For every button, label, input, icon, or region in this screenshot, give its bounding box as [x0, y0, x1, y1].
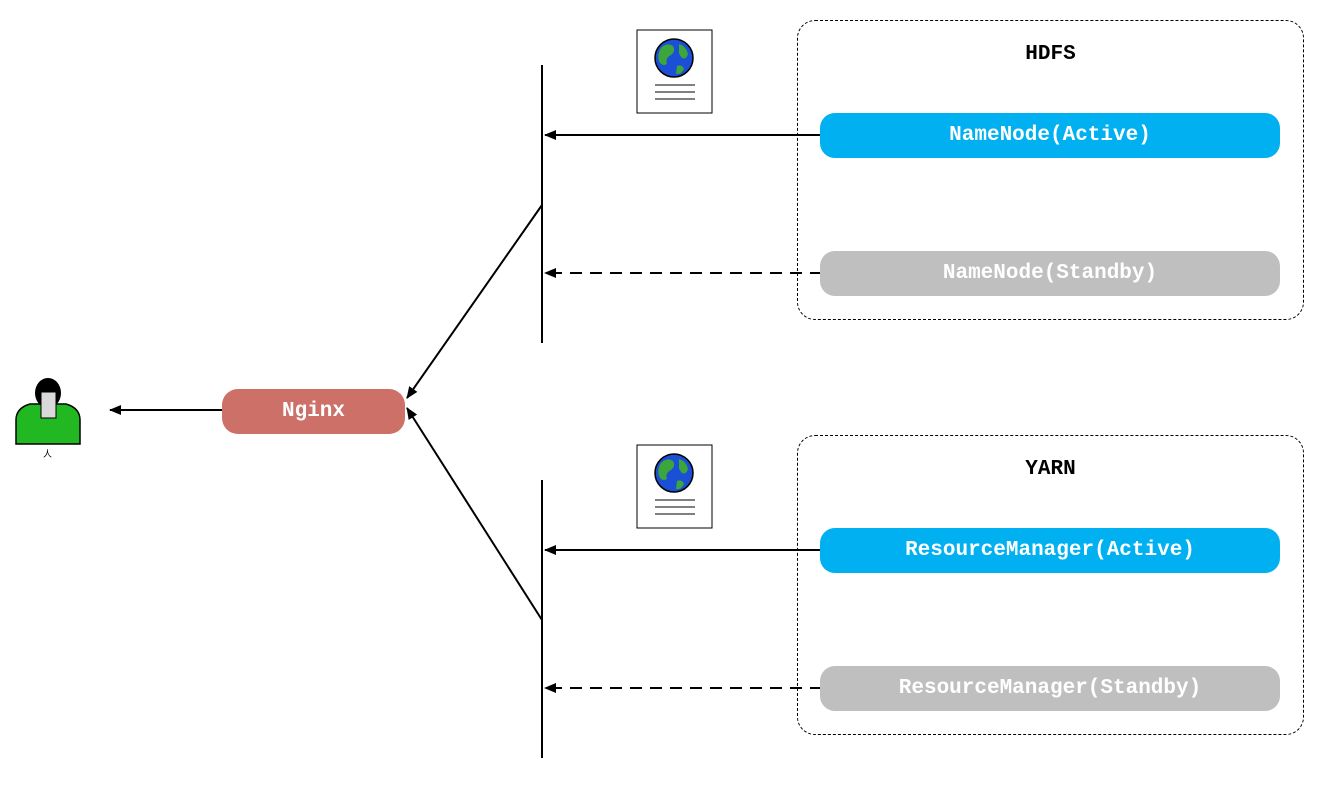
- yarn-group: YARN: [797, 435, 1304, 735]
- person-icon: [15, 378, 81, 445]
- hdfs-group-title: HDFS: [1025, 43, 1076, 66]
- user-label: 人: [43, 450, 53, 460]
- resourcemanager-active-node[interactable]: ResourceManager(Active): [820, 528, 1280, 573]
- hdfs-group: HDFS: [797, 20, 1304, 320]
- yarn-group-title: YARN: [1025, 458, 1076, 481]
- web-page-globe-icon: [636, 29, 713, 114]
- yarn-to-nginx-arrow: [406, 407, 543, 621]
- web-page-globe-icon: [636, 444, 713, 529]
- resourcemanager-standby-node[interactable]: ResourceManager(Standby): [820, 666, 1280, 711]
- nginx-node[interactable]: Nginx: [222, 389, 405, 434]
- namenode-active-node[interactable]: NameNode(Active): [820, 113, 1280, 158]
- namenode-standby-node[interactable]: NameNode(Standby): [820, 251, 1280, 296]
- hdfs-to-nginx-arrow: [406, 204, 543, 399]
